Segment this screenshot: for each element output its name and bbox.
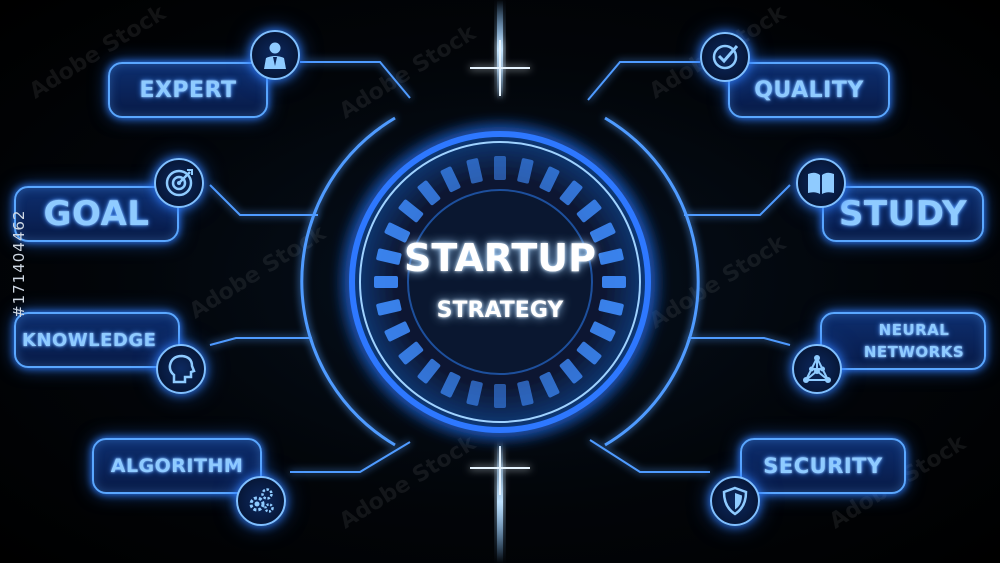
node-knowledge-label: KNOWLEDGE xyxy=(22,329,157,351)
dial-tick xyxy=(559,358,583,384)
node-goal[interactable]: GOAL xyxy=(14,186,179,242)
center-core xyxy=(407,189,593,375)
node-neural-networks[interactable]: NEURAL NETWORKS xyxy=(820,312,986,370)
dial-tick xyxy=(376,248,402,265)
light-beam-bottom xyxy=(497,440,503,563)
dial-tick xyxy=(576,341,602,365)
node-study[interactable]: STUDY xyxy=(822,186,984,242)
gears-icon xyxy=(236,476,286,526)
node-goal-label: GOAL xyxy=(43,194,150,234)
dial-tick xyxy=(517,158,534,184)
dial-tick xyxy=(440,371,461,398)
dial-tick xyxy=(374,276,398,288)
dial-tick xyxy=(602,276,626,288)
center-inner-line xyxy=(359,141,641,423)
sparkle-top xyxy=(470,40,530,96)
dial-tick xyxy=(559,180,583,206)
node-neural-label-line2: NETWORKS xyxy=(863,343,965,361)
node-algorithm-label: ALGORITHM xyxy=(110,455,244,477)
dial-tick xyxy=(398,341,424,365)
dial-tick xyxy=(440,166,461,193)
center-title: STARTUP xyxy=(404,236,596,280)
dial-tick xyxy=(384,222,411,243)
node-security[interactable]: SECURITY xyxy=(740,438,906,494)
node-knowledge[interactable]: KNOWLEDGE xyxy=(14,312,180,368)
dial-tick xyxy=(539,166,560,193)
dial-tick xyxy=(466,380,483,406)
dial-tick xyxy=(598,299,624,316)
dial-tick xyxy=(598,248,624,265)
person-icon xyxy=(250,30,300,80)
dial-tick xyxy=(494,156,506,180)
dial-tick xyxy=(589,222,616,243)
network-icon xyxy=(792,344,842,394)
dial-tick xyxy=(398,199,424,223)
node-security-label: SECURITY xyxy=(763,454,883,478)
dial-tick xyxy=(376,299,402,316)
dial-tick xyxy=(589,321,616,342)
node-neural-label-line1: NEURAL xyxy=(878,321,950,339)
center-subtitle: STRATEGY xyxy=(436,298,564,323)
node-quality[interactable]: QUALITY xyxy=(728,62,890,118)
connector-wires xyxy=(209,61,791,473)
outer-ring xyxy=(300,116,700,447)
node-study-label: STUDY xyxy=(838,194,968,234)
dial-tick xyxy=(466,158,483,184)
node-expert[interactable]: EXPERT xyxy=(108,62,268,118)
stock-id: #171404462 xyxy=(10,209,28,318)
node-quality-label: QUALITY xyxy=(754,77,864,103)
target-icon xyxy=(154,158,204,208)
dial-tick xyxy=(576,199,602,223)
book-icon xyxy=(796,158,846,208)
dial-ticks xyxy=(374,156,626,408)
dial-tick xyxy=(517,380,534,406)
dial-tick xyxy=(417,180,441,206)
head-icon xyxy=(156,344,206,394)
dial-tick xyxy=(384,321,411,342)
dial-tick xyxy=(417,358,441,384)
checkmark-icon xyxy=(700,32,750,82)
sparkle-bottom xyxy=(470,446,530,495)
node-algorithm[interactable]: ALGORITHM xyxy=(92,438,262,494)
dial-tick xyxy=(494,384,506,408)
node-expert-label: EXPERT xyxy=(139,77,237,103)
shield-icon xyxy=(710,476,760,526)
dial-tick xyxy=(539,371,560,398)
